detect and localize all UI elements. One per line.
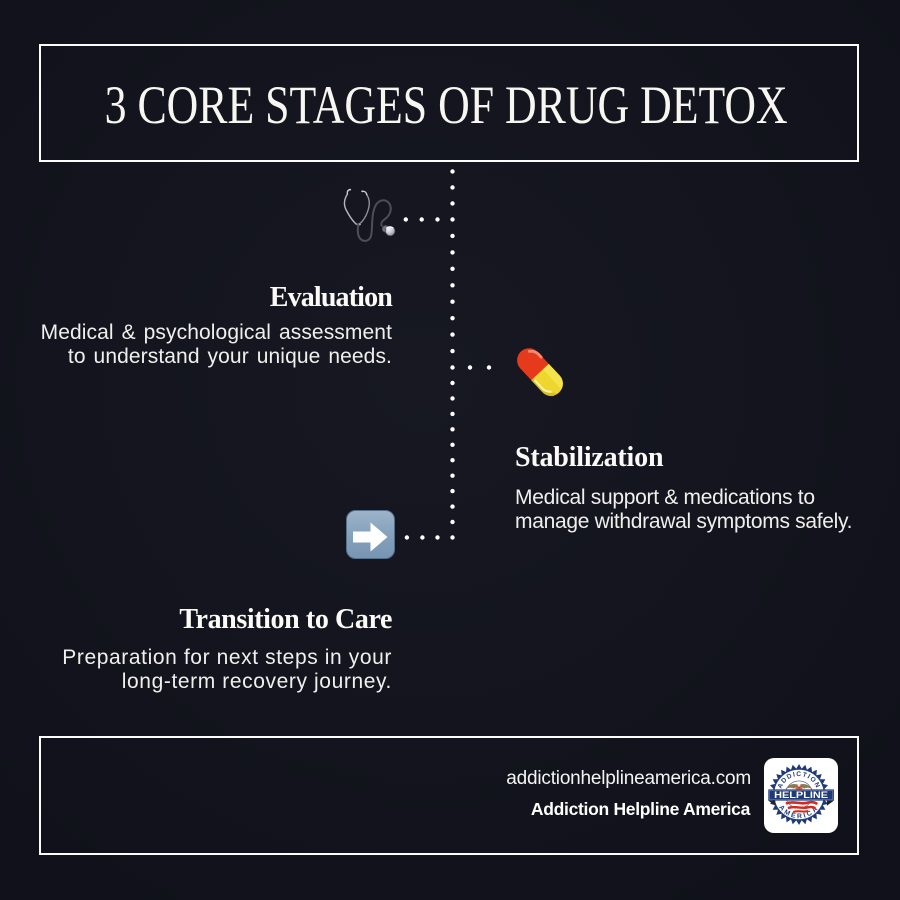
svg-text:HELPLINE: HELPLINE <box>774 790 828 800</box>
